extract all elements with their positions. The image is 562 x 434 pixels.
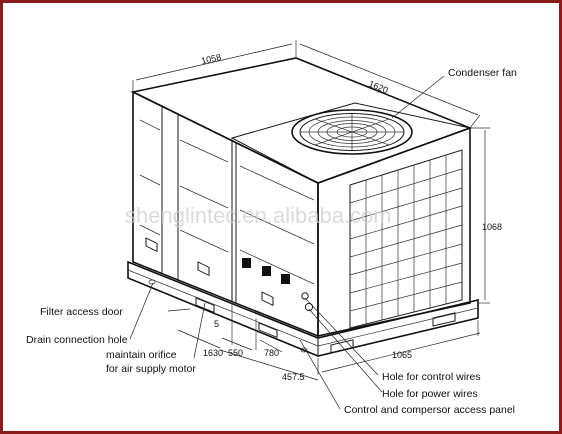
dim-top-depth: 1058 bbox=[200, 52, 222, 66]
label-hole-control-wires: Hole for control wires bbox=[382, 371, 481, 383]
dim-5: 5 bbox=[214, 319, 219, 329]
control-wire-hole bbox=[301, 292, 309, 300]
leader-lines bbox=[129, 75, 445, 410]
side-face bbox=[317, 126, 471, 337]
dimension-lines bbox=[132, 40, 490, 381]
power-wire-hole bbox=[304, 302, 314, 312]
dim-550: 550 bbox=[228, 348, 243, 358]
hvac-unit-diagram: shenglintec.en.alibaba.com 1058 1620 106… bbox=[26, 40, 517, 416]
label-condenser-fan: Condenser fan bbox=[448, 67, 517, 79]
label-drain-connection-hole: Drain connection hole bbox=[26, 334, 128, 346]
dim-height: 1068 bbox=[482, 222, 502, 232]
label-hole-power-wires: Hole for power wires bbox=[382, 388, 478, 400]
dim-top-width: 1620 bbox=[367, 79, 389, 96]
dim-780: 780 bbox=[264, 348, 279, 358]
dim-1630: 1630 bbox=[203, 348, 223, 358]
unit-body bbox=[130, 57, 473, 338]
condenser-coil-grid bbox=[349, 149, 463, 329]
label-maintain-orifice-2: for air supply motor bbox=[106, 363, 196, 375]
dim-457-5: 457.5 bbox=[282, 372, 305, 382]
label-filter-access-door: Filter access door bbox=[40, 306, 123, 318]
condenser-fan bbox=[291, 109, 413, 155]
dim-base-front: 1065 bbox=[392, 350, 412, 360]
watermark: shenglintec.en.alibaba.com bbox=[125, 203, 392, 228]
label-maintain-orifice-1: maintain orifice bbox=[106, 349, 177, 361]
label-control-compressor-panel: Control and compersor access panel bbox=[344, 404, 515, 416]
